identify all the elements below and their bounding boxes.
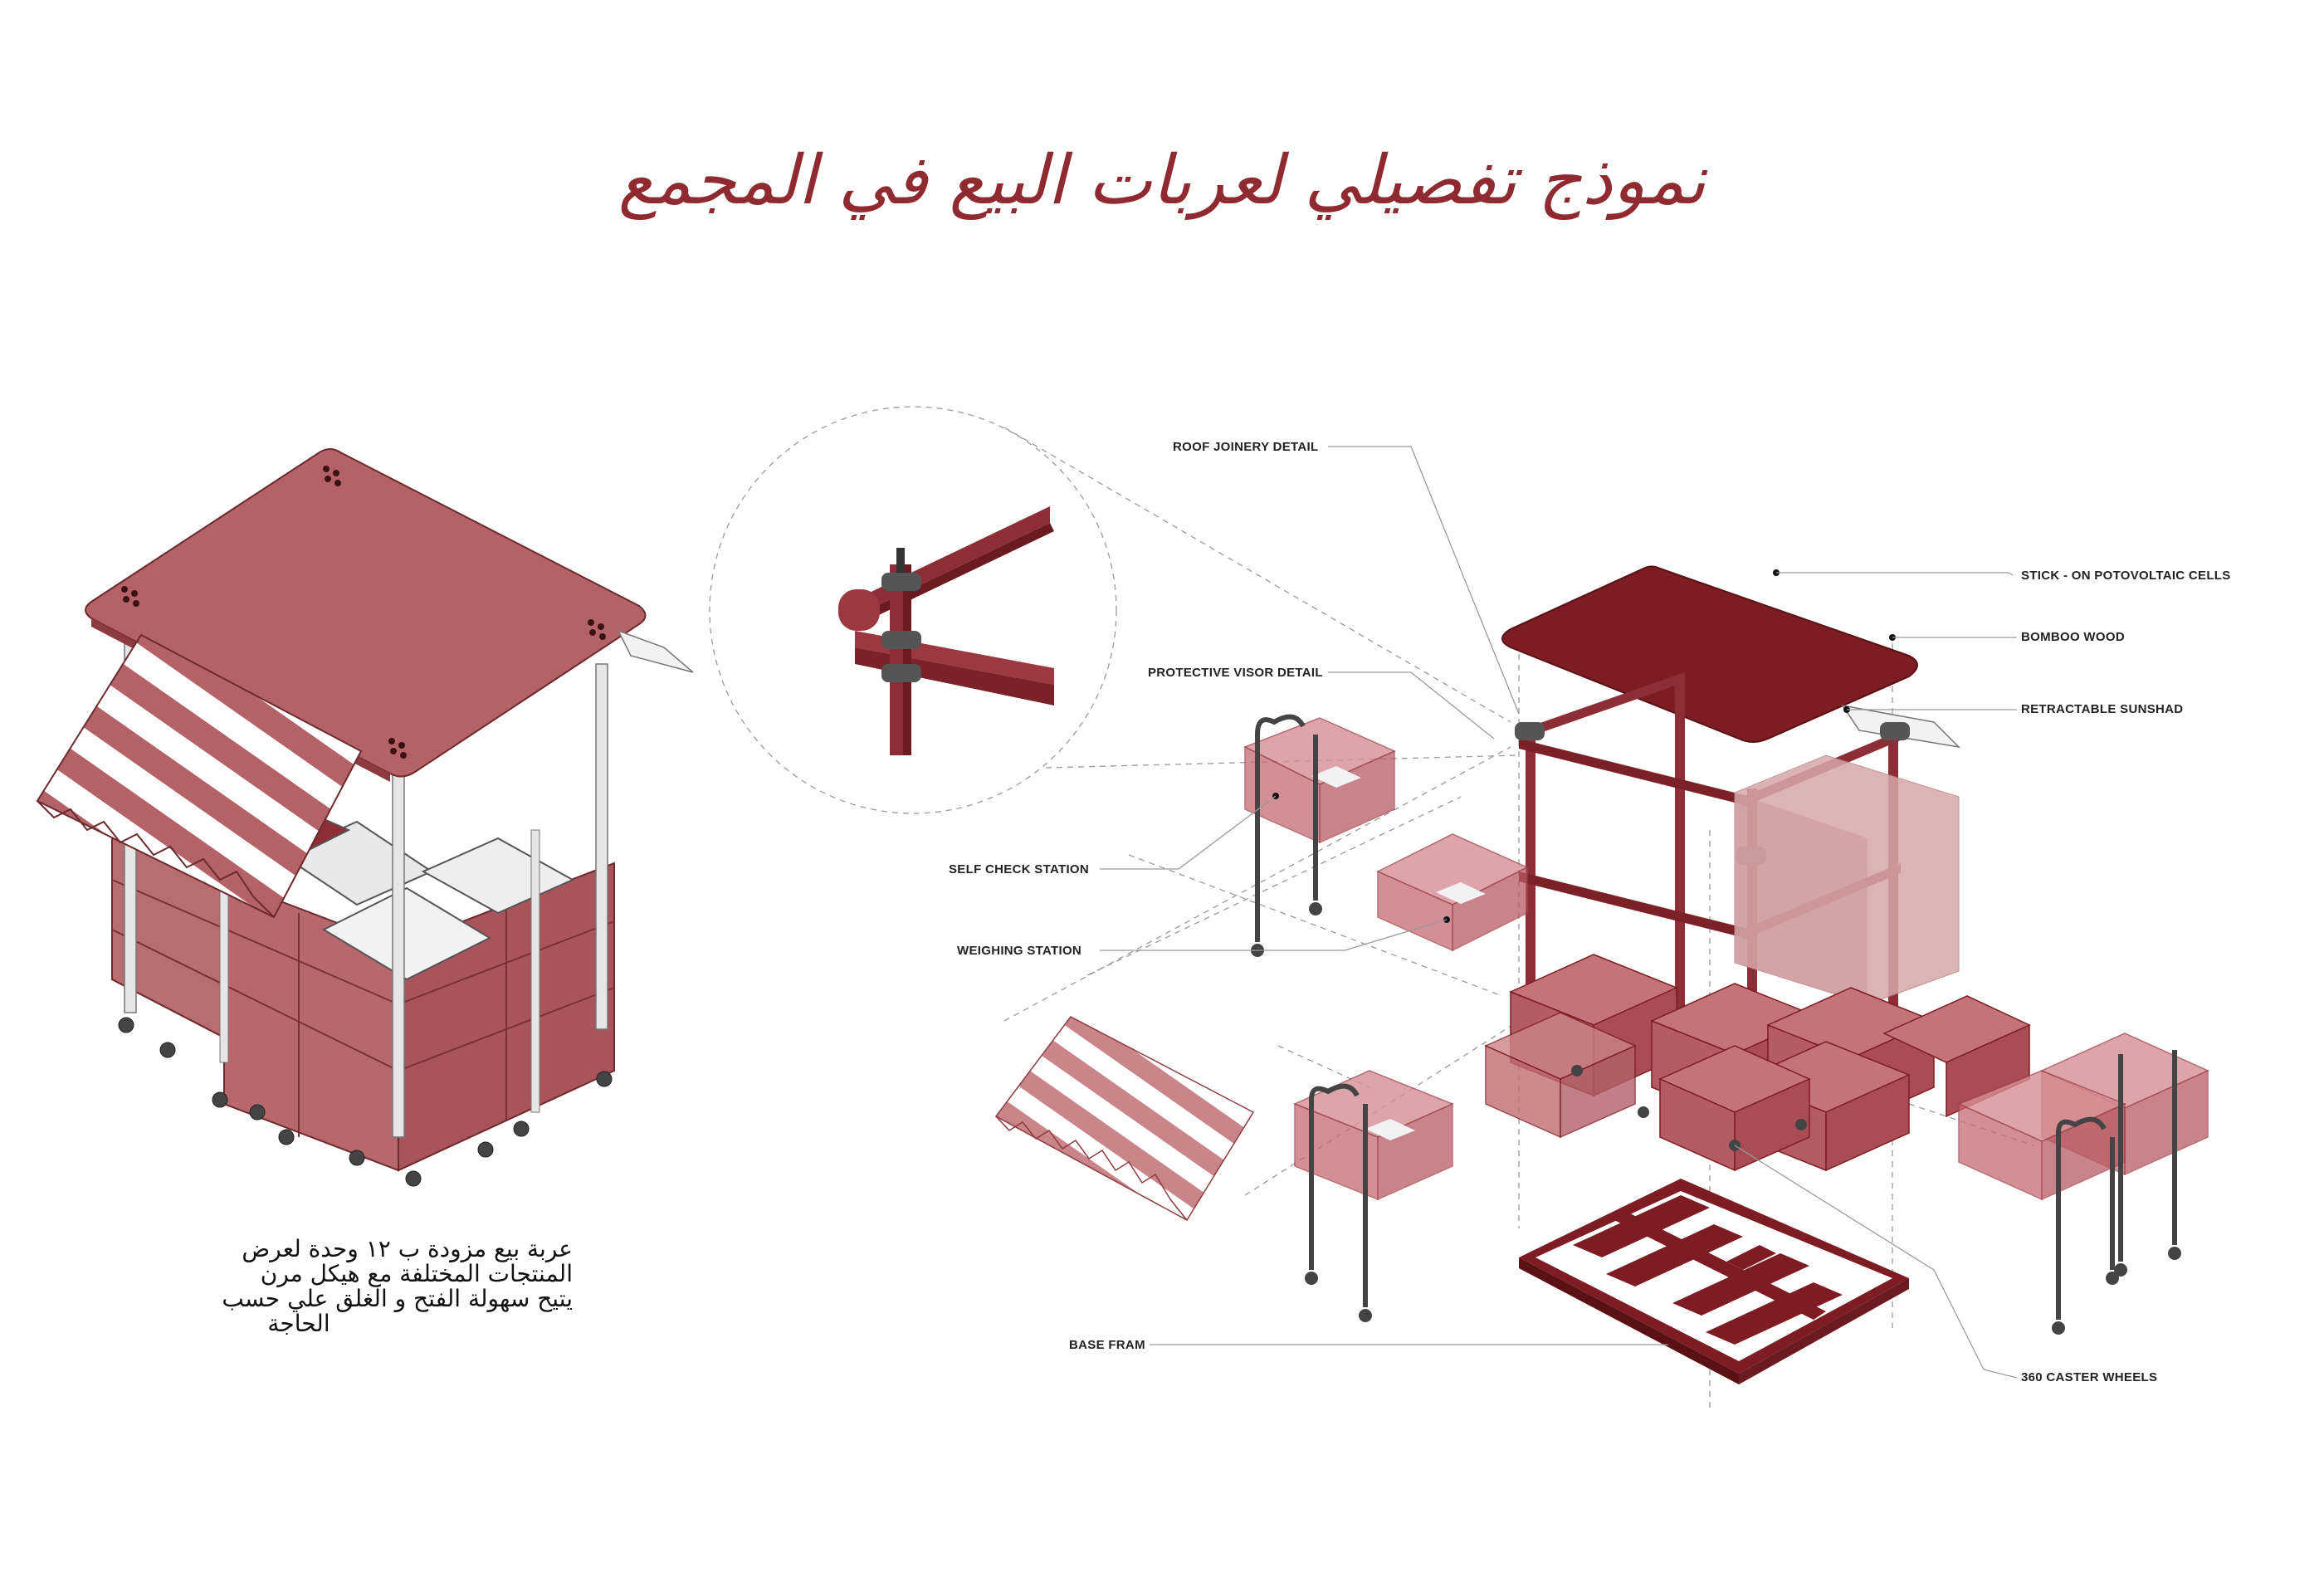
- annotations: ROOF JOINERY DETAIL PROTECTIVE VISOR DET…: [949, 440, 2231, 1384]
- description-line: الحاجة: [267, 1310, 330, 1337]
- label-base-frame: BASE FRAM: [1069, 1338, 1145, 1352]
- roof-joinery-detail: [709, 406, 1520, 814]
- label-self-check: SELF CHECK STATION: [949, 862, 1089, 876]
- assembled-cart: [36, 448, 694, 1187]
- description-line: عربة بيع مزودة ب ١٢ وحدة لعرض: [242, 1235, 573, 1262]
- exploded-awning: [994, 1016, 1255, 1221]
- label-bamboo: BOMBOO WOOD: [2021, 630, 2125, 644]
- label-casters: 360 CASTER WHEELS: [2021, 1370, 2157, 1384]
- description-line: المنتجات المختلفة مع هيكل مرن: [260, 1260, 573, 1287]
- label-weighing: WEIGHING STATION: [957, 944, 1081, 958]
- label-sunshade: RETRACTABLE SUNSHAD: [2021, 702, 2183, 716]
- label-pv-cells: STICK - ON POTOVOLTAIC CELLS: [2021, 569, 2231, 583]
- page-title: نموذج تفصيلي لعربات البيع في المجمع: [618, 141, 1706, 220]
- label-protective-visor: PROTECTIVE VISOR DETAIL: [1148, 666, 1323, 680]
- lower-left-station: [1293, 1070, 1454, 1322]
- label-roof-joinery: ROOF JOINERY DETAIL: [1173, 440, 1318, 454]
- description-line: يتيح سهولة الفتح و الغلق علي حسب: [222, 1285, 573, 1312]
- base-frame: [1519, 1179, 1909, 1384]
- cart-description: عربة بيع مزودة ب ١٢ وحدة لعرض المنتجات ا…: [124, 1237, 573, 1336]
- exploded-cart: [994, 565, 2209, 1411]
- right-stations: [1957, 1033, 2209, 1335]
- self-check-station: [1243, 714, 1396, 957]
- weighing-station: [1376, 833, 1529, 952]
